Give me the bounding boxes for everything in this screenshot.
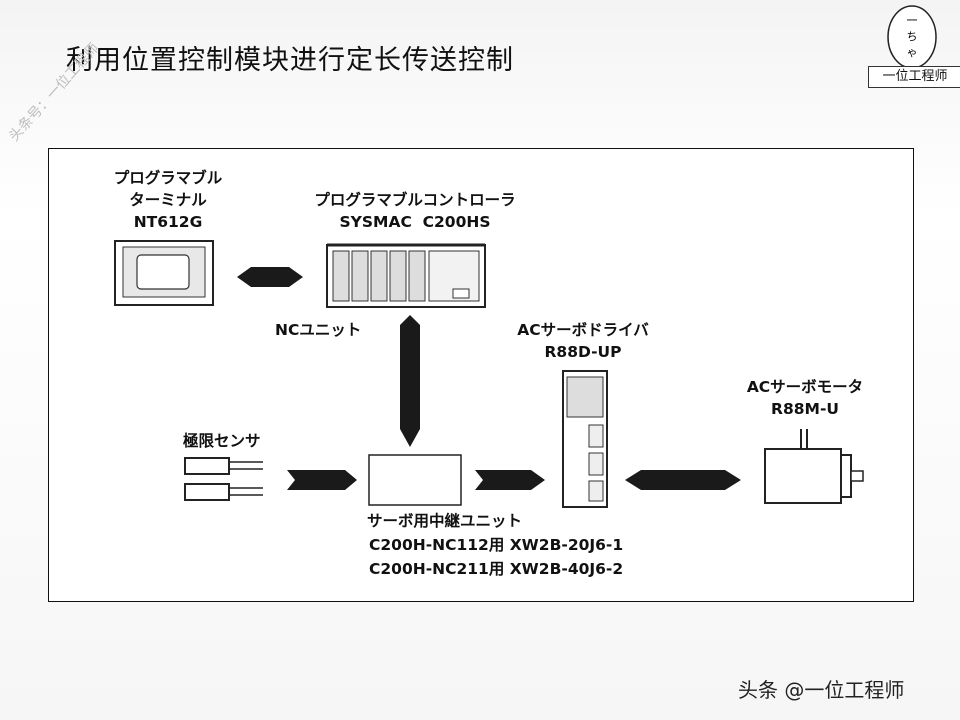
arrow-sensor-relay bbox=[287, 470, 357, 490]
servo-driver-model: R88D-UP bbox=[544, 343, 622, 361]
arrow-terminal-plc bbox=[237, 267, 303, 287]
limit-sensors bbox=[184, 457, 263, 501]
terminal-model: NT612G bbox=[133, 213, 203, 231]
nc-unit-label: NCユニット bbox=[275, 321, 362, 339]
terminal-label-line1: プログラマブル bbox=[113, 169, 223, 187]
footer-credit: 头条 @一位工程师 bbox=[738, 678, 905, 702]
terminal-device bbox=[114, 240, 214, 306]
plc-device bbox=[326, 243, 486, 308]
relay-unit-box bbox=[368, 454, 462, 506]
svg-text:一: 一 bbox=[907, 14, 918, 27]
arrow-driver-motor bbox=[625, 470, 741, 490]
terminal-label-line2: ターミナル bbox=[129, 191, 207, 209]
logo-seal-icon: 一 ち ゃ bbox=[887, 5, 937, 69]
plc-label: プログラマブルコントローラ bbox=[314, 191, 516, 209]
plc-model: SYSMAC C200HS bbox=[339, 213, 491, 231]
logo: 一 ち ゃ bbox=[864, 4, 954, 88]
servo-driver-device bbox=[562, 370, 608, 508]
arrow-relay-driver bbox=[475, 470, 545, 490]
limit-sensor-label: 極限センサ bbox=[183, 432, 261, 450]
system-diagram: プログラマブル ターミナル NT612G プログラマブルコントローラ SYSMA… bbox=[48, 148, 914, 602]
diagram-canvas bbox=[114, 240, 864, 508]
relay-unit-line2: C200H-NC211用 XW2B-40J6-2 bbox=[369, 560, 624, 578]
watermark-text: 头条号：一位工程师 bbox=[6, 40, 103, 145]
servo-motor-model: R88M-U bbox=[771, 400, 839, 418]
servo-driver-label: ACサーボドライバ bbox=[517, 321, 649, 339]
arrow-plc-relay bbox=[400, 315, 420, 447]
relay-unit-line1: C200H-NC112用 XW2B-20J6-1 bbox=[369, 536, 624, 554]
relay-unit-label: サーボ用中継ユニット bbox=[367, 512, 523, 530]
svg-text:ゃ: ゃ bbox=[907, 46, 918, 59]
logo-caption: 一位工程师 bbox=[868, 66, 960, 88]
servo-motor-device bbox=[764, 429, 864, 504]
slide-title: 利用位置控制模块进行定长传送控制 bbox=[66, 45, 514, 76]
servo-motor-label: ACサーボモータ bbox=[746, 378, 864, 396]
svg-text:ち: ち bbox=[907, 30, 918, 43]
